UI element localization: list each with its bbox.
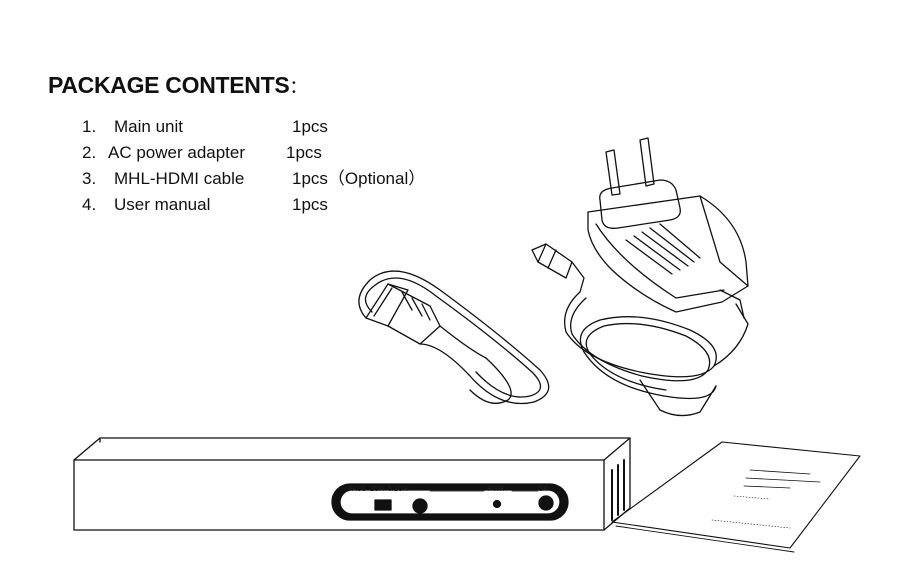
- item-name: MHL-HDMI cable: [114, 169, 245, 188]
- main-unit-illustration: [73, 437, 631, 531]
- item-quantity: 1pcs（Optional）: [292, 169, 426, 188]
- item-quantity: 1pcs: [286, 143, 322, 162]
- item-number: 1.: [82, 117, 97, 136]
- power-symbol: ⏻/I: [538, 486, 548, 493]
- page-title: PACKAGE CONTENTS：: [48, 72, 307, 99]
- mhl-hdmi-cable-illustration: [358, 270, 550, 405]
- user-manual-illustration: [611, 441, 861, 553]
- usb-port: [374, 499, 392, 511]
- headphone-icon: [417, 485, 427, 489]
- 5-1ch-label: 5.1CH: [388, 486, 408, 493]
- item-name: Main unit: [114, 117, 183, 136]
- item-name: AC power adapter: [108, 143, 246, 162]
- power-adapter-illustration: [531, 137, 749, 417]
- pwr-label: PWR: [488, 486, 505, 493]
- pass-label: PASS: [348, 486, 367, 493]
- headphone-jack: [412, 498, 428, 514]
- pwr-led: [492, 499, 502, 509]
- item-name: User manual: [114, 195, 211, 214]
- 2ch-label: 2CH: [370, 486, 385, 493]
- item-number: 2.: [82, 143, 97, 162]
- item-number: 3.: [82, 169, 97, 188]
- item-quantity: 1pcs: [292, 195, 328, 214]
- item-quantity: 1pcs: [292, 117, 328, 136]
- power-button: [538, 495, 554, 511]
- page-title-colon: ：: [289, 77, 308, 97]
- item-number: 4.: [82, 195, 97, 214]
- page-title-text: PACKAGE CONTENTS: [48, 72, 290, 98]
